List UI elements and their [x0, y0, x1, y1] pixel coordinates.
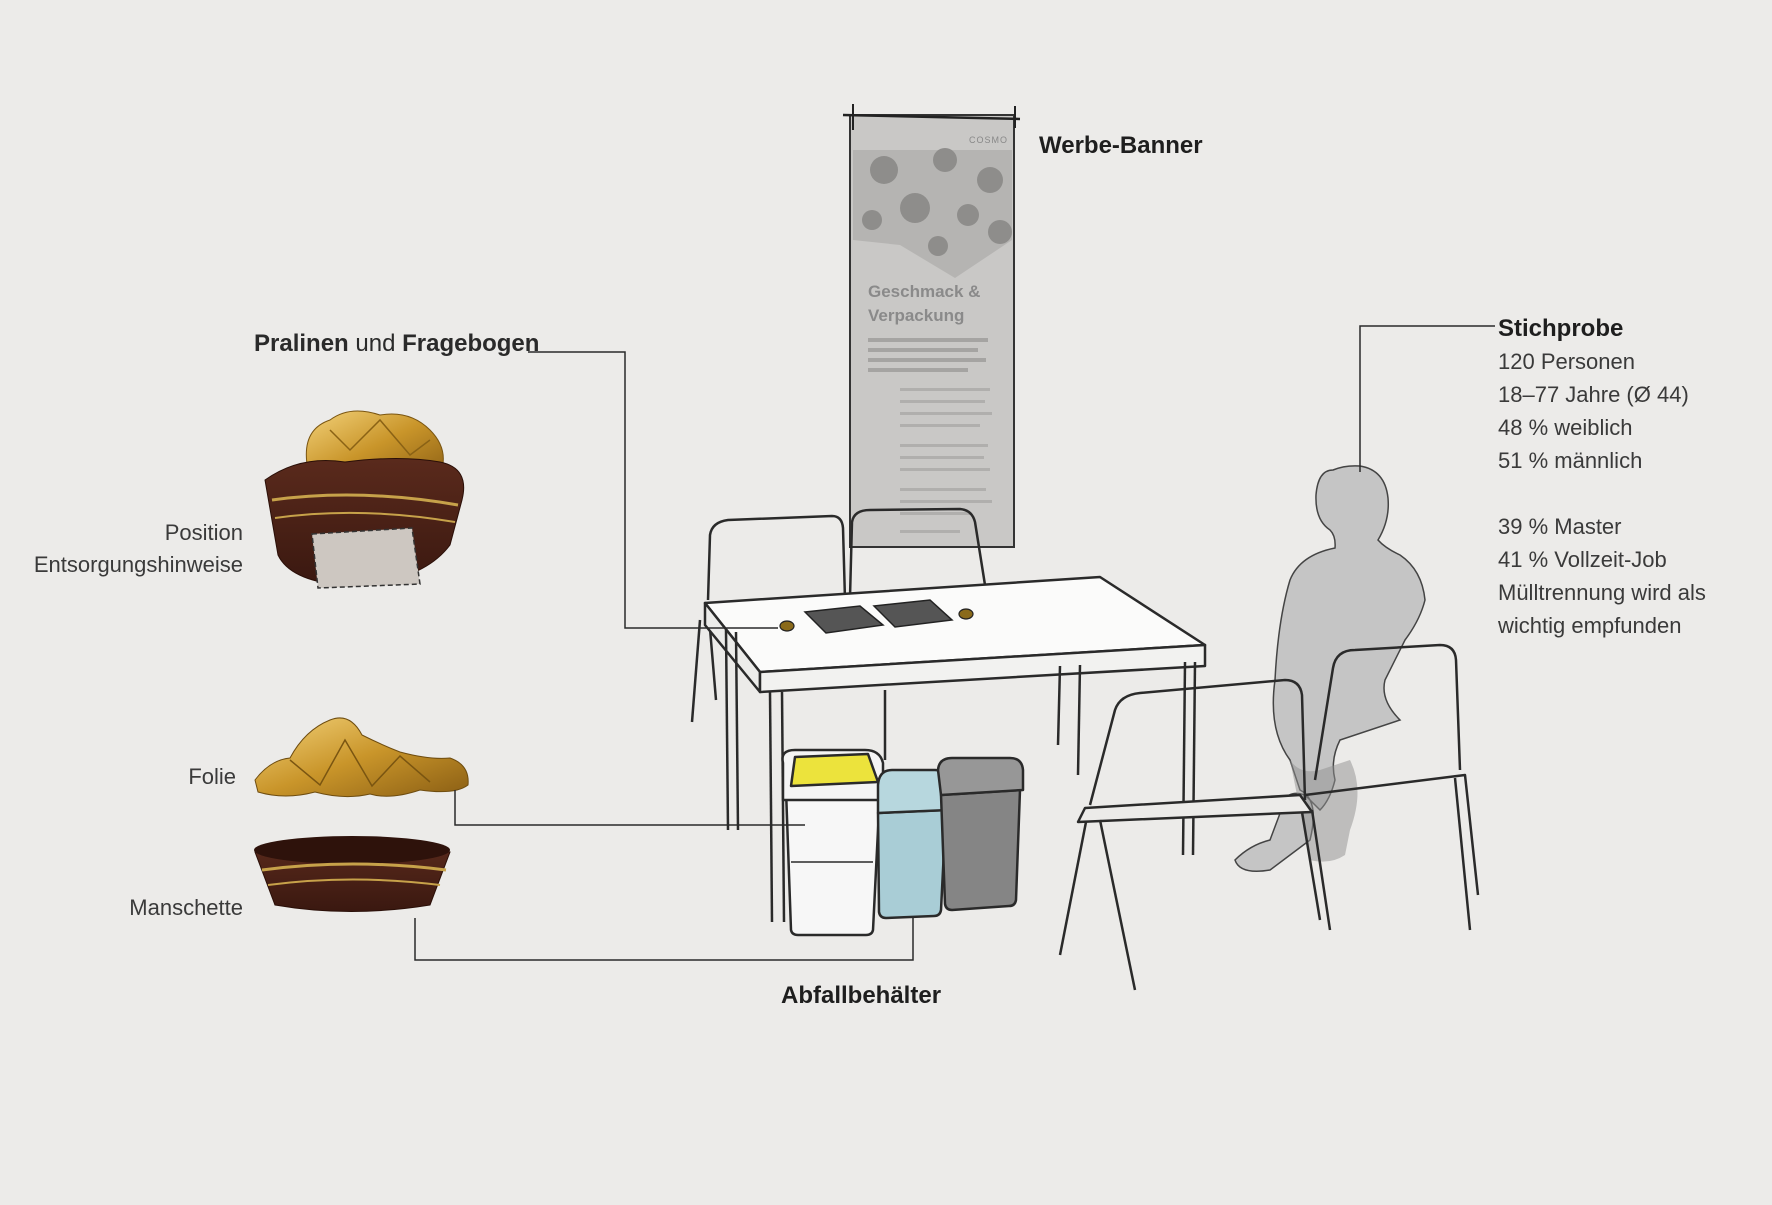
waste-bin-grey	[936, 756, 1025, 912]
position-label-line2: Entsorgungshinweise	[33, 552, 243, 577]
waste-bin-blue	[876, 768, 951, 920]
banner-headline-text: Geschmack & Verpackung	[868, 282, 981, 325]
manschette-label: Manschette	[129, 895, 243, 920]
sample-line: 18–77 Jahre (Ø 44)	[1498, 382, 1689, 407]
und-word: und	[355, 330, 396, 357]
sample-spacer	[1498, 477, 1706, 510]
fragebogen-word: Fragebogen	[402, 330, 540, 357]
foil-image	[254, 717, 469, 798]
position-label-line1: Position	[164, 520, 243, 545]
leader-lines	[414, 325, 1495, 961]
wrapper-cup-image	[254, 836, 451, 912]
sample-line: 48 % weiblich	[1498, 415, 1633, 440]
banner-brand-text: COSMO	[968, 135, 1008, 145]
position-label: Position Entsorgungshinweise	[20, 517, 243, 581]
pralines-on-table	[779, 608, 974, 632]
sample-line: wichtig empfunden	[1498, 613, 1682, 638]
sample-title: Stichprobe	[1498, 315, 1624, 342]
sample-line: 51 % männlich	[1498, 448, 1643, 473]
banner-label: Werbe-Banner	[1039, 132, 1203, 159]
bins-label: Abfallbehälter	[781, 982, 942, 1009]
sample-line: 39 % Master	[1498, 514, 1622, 539]
sample-line: 120 Personen	[1498, 349, 1635, 374]
pralinen-word: Pralinen	[254, 330, 349, 357]
sample-line: Mülltrennung wird als	[1498, 580, 1706, 605]
advertising-banner	[842, 104, 1021, 548]
sample-line: 41 % Vollzeit-Job	[1498, 547, 1667, 572]
questionnaires	[803, 599, 954, 634]
waste-bin-yellow	[781, 748, 885, 937]
pralinen-fragebogen-label: Pralinen und Fragebogen	[254, 330, 539, 358]
front-chairs	[1058, 643, 1480, 991]
praline-wrapped-image	[264, 410, 465, 589]
sample-info: Stichprobe 120 Personen 18–77 Jahre (Ø 4…	[1498, 312, 1706, 642]
table	[703, 575, 1207, 923]
folie-label: Folie	[188, 764, 236, 789]
